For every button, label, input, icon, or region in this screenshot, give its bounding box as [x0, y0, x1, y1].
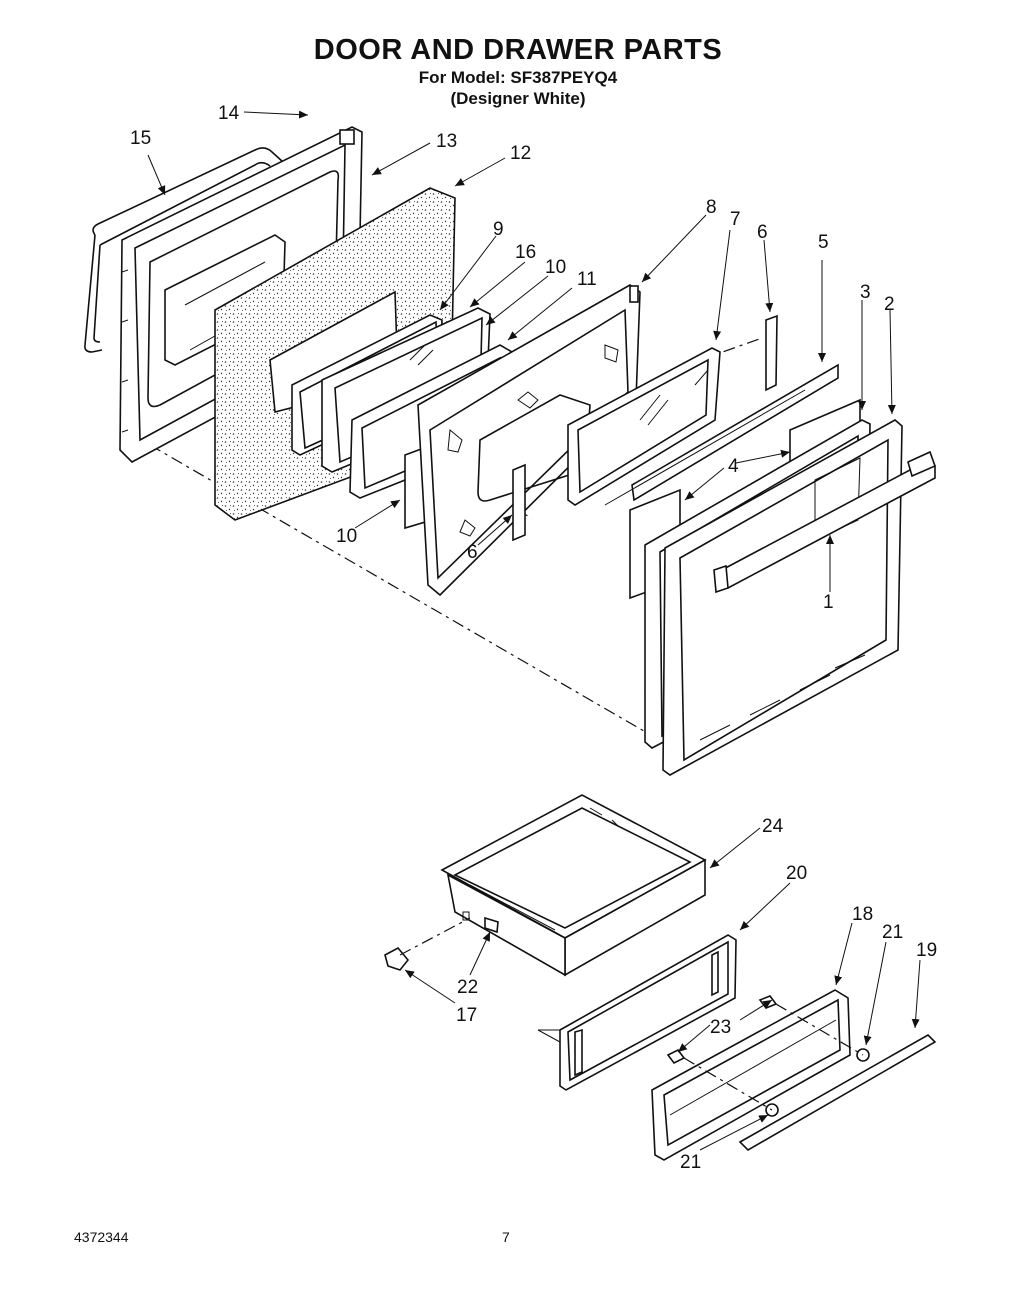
callout-19: 19	[916, 940, 937, 961]
callout-14: 14	[218, 103, 240, 124]
drawer-front-inner-part-20	[537, 934, 737, 1091]
callout-1: 1	[823, 592, 834, 613]
document-number: 4372344	[74, 1229, 129, 1245]
callout-10-bottom: 10	[336, 526, 357, 547]
callout-11: 11	[577, 269, 597, 290]
callout-23: 23	[710, 1017, 731, 1038]
callout-6-bottom: 6	[467, 542, 478, 563]
callout-20: 20	[786, 863, 807, 884]
callout-6-top: 6	[757, 222, 768, 243]
callout-4: 4	[728, 456, 739, 477]
page-number: 7	[502, 1229, 510, 1245]
callout-2: 2	[884, 294, 895, 315]
callout-16: 16	[515, 242, 536, 263]
callout-3: 3	[860, 282, 871, 303]
callout-12: 12	[510, 143, 531, 164]
drawer-hardware	[384, 916, 870, 1117]
glass-panel-part-5	[604, 363, 839, 506]
callout-15: 15	[130, 128, 151, 149]
trim-strip-part-19	[738, 1034, 937, 1151]
callout-8: 8	[706, 197, 717, 218]
door-gasket-part-15	[84, 147, 284, 353]
callout-21-bottom: 21	[680, 1152, 701, 1173]
outer-glass-part-7	[567, 347, 721, 506]
callout-7: 7	[730, 209, 741, 230]
callout-leaders	[147, 110, 921, 1151]
callout-21-top: 21	[882, 922, 903, 943]
callout-24: 24	[762, 816, 784, 837]
hinge-bracket-part-6	[512, 314, 778, 542]
callout-5: 5	[818, 232, 829, 253]
page-title: DOOR AND DRAWER PARTS	[313, 34, 723, 66]
callout-22: 22	[457, 977, 478, 998]
model-line: For Model: SF387PEYQ4	[418, 68, 618, 87]
drawer-front-panel-part-18	[651, 989, 851, 1161]
drawer-body-part-24	[440, 794, 707, 977]
callout-17: 17	[456, 1005, 477, 1026]
color-line: (Designer White)	[450, 89, 586, 108]
callout-18: 18	[852, 904, 873, 925]
callout-9: 9	[493, 219, 504, 240]
door-handle-part-1	[713, 450, 937, 594]
callout-13: 13	[436, 131, 457, 152]
callout-10-top: 10	[545, 257, 566, 278]
